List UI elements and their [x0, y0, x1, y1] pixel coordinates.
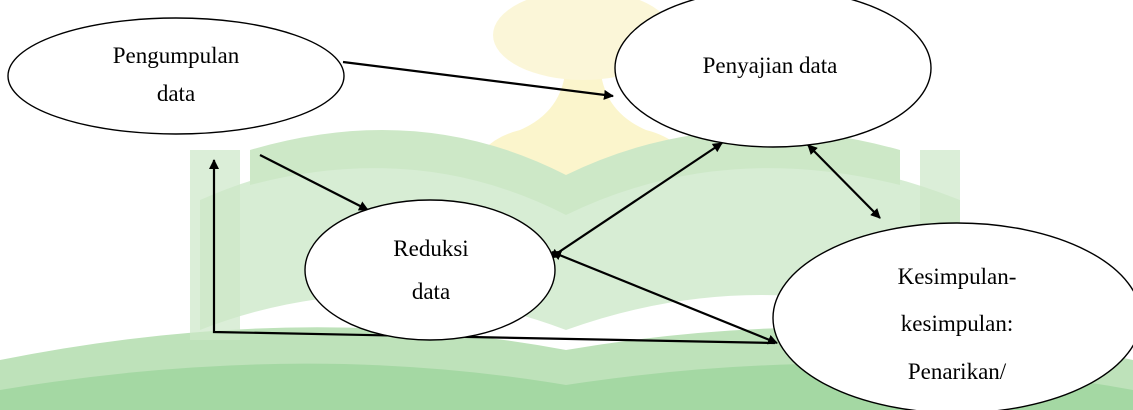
node-reduksi-data: Reduksi data	[304, 199, 556, 341]
node-kesimpulan-label-line1: Kesimpulan-	[898, 264, 1017, 289]
node-pengumpulan-label-line2: data	[157, 81, 195, 106]
node-pengumpulan-label-line1: Pengumpulan	[113, 43, 240, 68]
arrow-kesimpulan-to-pengumpulan	[209, 159, 776, 345]
arrow-pengumpulan-to-reduksi	[259, 154, 369, 211]
node-penyajian-data: Penyajian data	[614, 0, 932, 148]
arrow-pengumpulan-to-penyajian	[342, 60, 614, 100]
node-kesimpulan-label-line2: kesimpulan:	[901, 311, 1013, 336]
node-penyajian-label: Penyajian data	[703, 53, 838, 78]
node-reduksi-label-line1: Reduksi	[393, 236, 468, 261]
arrow-reduksi-kesimpulan	[551, 250, 778, 345]
node-reduksi-label-line2: data	[412, 279, 450, 304]
node-pengumpulan-data: Pengumpulan data	[7, 17, 345, 135]
arrow-reduksi-penyajian	[549, 142, 723, 259]
arrow-penyajian-kesimpulan	[807, 144, 881, 219]
node-kesimpulan-label-line3: Penarikan/	[908, 359, 1007, 384]
node-kesimpulan: Kesimpulan- kesimpulan: Penarikan/	[772, 222, 1133, 410]
